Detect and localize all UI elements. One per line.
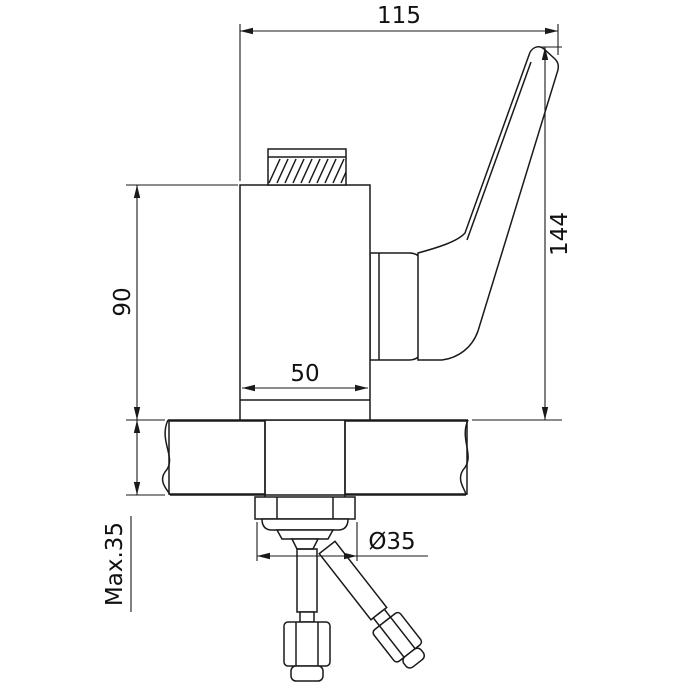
mounting-hardware — [254, 496, 356, 550]
faucet-assembly — [239, 46, 560, 421]
hose-nut-facet-right — [389, 616, 416, 650]
dim-115-arrow-right — [545, 27, 558, 35]
hose-braid — [296, 548, 318, 613]
dim-phi35-label: Ø35 — [368, 529, 415, 555]
dimension-annotations: 115 144 90 50 — [102, 3, 573, 612]
dim-max35-arrow-top — [133, 420, 141, 433]
spout-thread-hatch — [268, 158, 347, 184]
countertop-hatch-right — [344, 420, 468, 495]
countertop-hatch-left — [168, 420, 266, 495]
spacer — [275, 529, 335, 540]
handle-lever — [417, 46, 560, 361]
dim-144-arrow-bottom — [541, 407, 549, 420]
handle-socket — [369, 252, 422, 361]
handle-lever-inner-edge — [466, 61, 532, 241]
dim-max35-label: Max.35 — [102, 522, 128, 606]
countertop-broken-edge-right — [459, 419, 469, 496]
countertop-broken-edge-left — [161, 419, 171, 496]
dim-90-label: 90 — [110, 287, 136, 316]
dim-90-arrow-top — [133, 185, 141, 198]
dim-50-arrow-left — [242, 384, 255, 392]
dim-144-label: 144 — [547, 212, 573, 256]
dim-max35-arrow-bottom — [133, 482, 141, 495]
washer — [261, 518, 349, 531]
dim-phi35-arrow-right — [344, 552, 357, 560]
dim-phi35-arrow-left — [257, 552, 270, 560]
supply-hose-right — [318, 540, 426, 669]
locknut — [254, 496, 356, 520]
hose-adapter — [290, 538, 320, 550]
dim-max-thickness: Max.35 — [102, 420, 165, 612]
dim-overall-width: 115 — [239, 3, 559, 181]
dim-50-arrow-right — [355, 384, 368, 392]
hose-nut-cap — [290, 665, 324, 682]
hose-nut-facet-left — [378, 625, 405, 658]
dim-overall-height: 144 — [472, 46, 573, 421]
dim-115-arrow-left — [240, 27, 253, 35]
hose-nut — [283, 621, 331, 667]
hose-nut-cap — [402, 647, 426, 669]
dim-hole-diameter: Ø35 — [256, 522, 428, 561]
hose-collar — [299, 611, 315, 623]
dim-body-width: 50 — [242, 361, 368, 392]
dim-50-label: 50 — [290, 361, 319, 387]
dim-90-arrow-bottom — [133, 407, 141, 420]
dim-body-height: 90 — [110, 184, 238, 421]
dim-144-arrow-top — [541, 47, 549, 60]
countertop-section — [161, 419, 469, 497]
dim-115-label: 115 — [377, 3, 421, 29]
supply-hose-left — [283, 548, 331, 682]
